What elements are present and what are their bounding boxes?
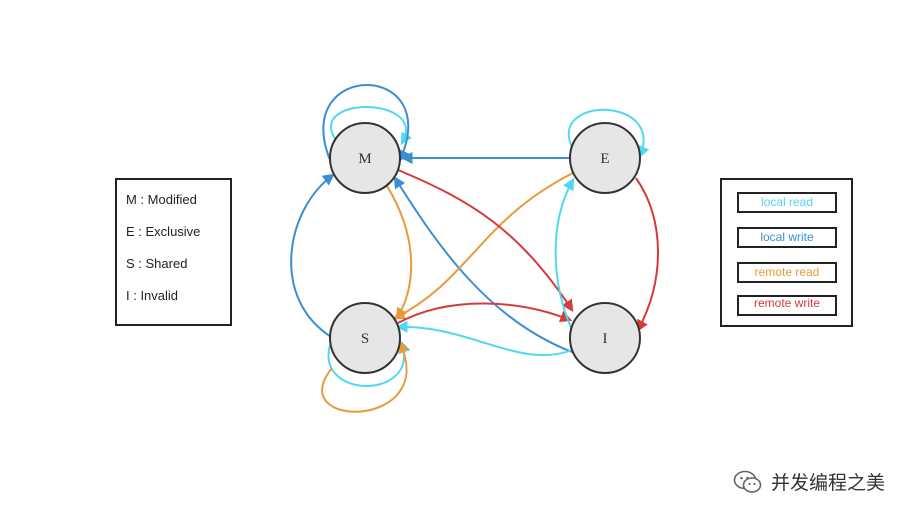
legend-item-shared: S : Shared [126,256,188,271]
watermark-text: 并发编程之美 [770,473,885,494]
transition-s-to-s-remote-read [321,340,410,413]
state-node-m: M [329,122,401,194]
legend-item-exclusive: E : Exclusive [126,224,201,239]
transition-i-to-m-local-write [393,175,573,353]
state-circle-i [569,302,641,374]
state-legend: M : Modified E : Exclusive S : Shared I … [115,178,232,326]
transition-e-to-s-remote-read [392,172,574,320]
legend-item-invalid: I : Invalid [126,288,179,303]
state-node-i: I [569,302,641,374]
transition-e-to-i-remote-write [635,177,659,333]
state-label-m: M [358,151,371,167]
state-label-e: E [600,151,609,167]
key-remote-read: remote read [737,262,837,283]
transition-i-to-e-local-read [554,177,575,331]
wechat-icon [733,470,762,493]
transition-m-to-m-local-read [330,106,413,146]
key-local-write: local write [737,227,837,248]
legend-item-modified: M : Modified [126,192,197,207]
transition-i-to-s-local-read [395,320,573,357]
transition-m-to-m-local-write [322,84,410,163]
state-node-e: E [569,122,641,194]
transition-m-to-i-remote-write [397,169,574,313]
color-key: local read local write remote read remot… [720,178,853,327]
state-circle-s [329,302,401,374]
state-label-i: I [603,331,608,347]
key-local-read: local read [737,192,837,213]
transition-s-to-s-local-read [327,340,411,387]
transition-e-to-e-local-read [568,108,650,159]
transition-m-to-s-remote-read [386,185,413,321]
state-label-s: S [361,331,369,347]
key-remote-write: remote write [737,295,837,316]
state-circle-m [329,122,401,194]
transitions [290,84,659,413]
state-circle-e [569,122,641,194]
states: M E S I [329,122,641,374]
transition-s-to-m-local-write [290,173,335,339]
transition-s-to-i-remote-write [397,302,573,324]
watermark: 并发编程之美 [733,468,885,495]
state-node-s: S [329,302,401,374]
